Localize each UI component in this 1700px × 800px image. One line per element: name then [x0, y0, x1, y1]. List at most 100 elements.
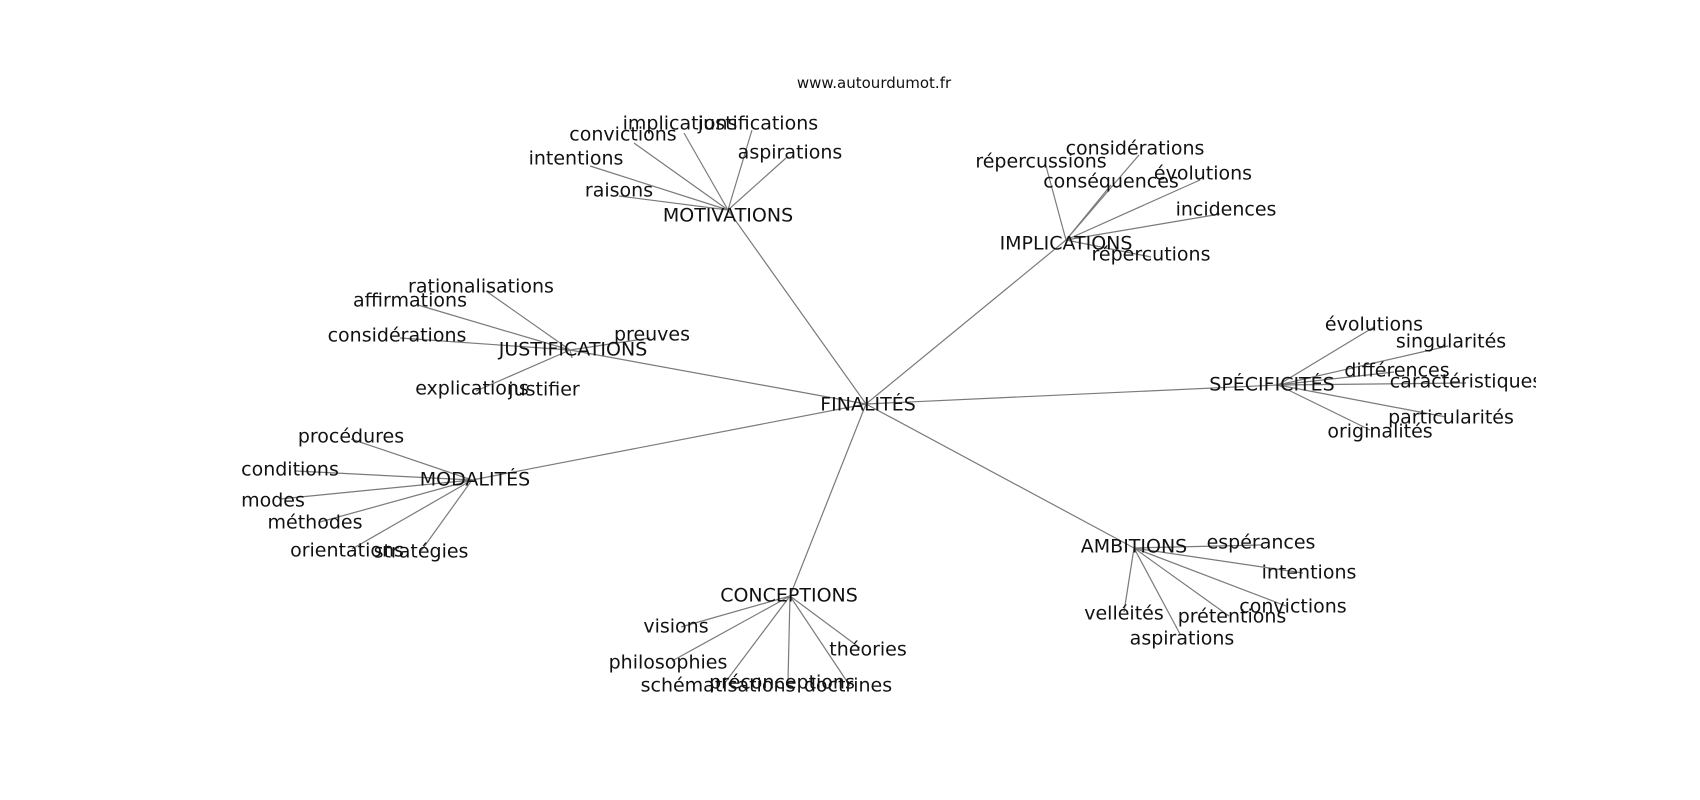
edge-modalites-leaf	[279, 479, 473, 500]
leaf-label[interactable]: doctrines	[803, 674, 893, 697]
leaf-label[interactable]: intentions	[1261, 561, 1357, 584]
edge-conceptions-leaf	[789, 595, 861, 649]
leaf-label[interactable]: velléités	[1084, 602, 1164, 625]
leaf-label[interactable]: aspirations	[737, 141, 843, 164]
leaf-label[interactable]: évolutions	[1324, 313, 1424, 336]
edge-ambitions-leaf	[1123, 547, 1135, 613]
group-label-implications[interactable]: IMPLICATIONS	[999, 232, 1133, 255]
edge-motivations-leaf	[589, 165, 729, 211]
group-label-motivations[interactable]: MOTIVATIONS	[662, 204, 794, 227]
edge-justifications-leaf	[399, 337, 571, 351]
edge-implications-leaf	[1065, 184, 1112, 241]
edge-justifications-leaf	[417, 304, 571, 351]
edge-ambitions-leaf	[1133, 547, 1287, 607]
edge-implications-leaf	[1045, 165, 1067, 241]
leaf-label[interactable]: preuves	[613, 323, 691, 346]
leaf-label[interactable]: répercussions	[975, 150, 1107, 173]
edge-ambitions-leaf	[1133, 547, 1304, 574]
edge-conceptions-leaf	[787, 595, 791, 682]
leaf-label[interactable]: implications	[622, 112, 738, 135]
leaf-label[interactable]: conséquences	[1043, 170, 1179, 193]
edge-specificites-leaf	[1277, 384, 1371, 431]
edge-modalites-leaf	[351, 479, 473, 550]
figure-crop-mask	[1536, 0, 1700, 800]
leaf-label[interactable]: conditions	[241, 458, 339, 481]
leaf-label[interactable]: considérations	[1065, 137, 1205, 160]
edge-conceptions-leaf	[789, 595, 851, 687]
leaf-label[interactable]: raisons	[584, 179, 654, 202]
edge-implications-leaf	[1065, 179, 1201, 241]
edge-specificites-leaf	[1277, 326, 1375, 386]
edge-motivations-leaf	[727, 129, 753, 211]
leaf-label[interactable]: schématisations	[640, 674, 796, 697]
leaf-label[interactable]: originalités	[1327, 420, 1433, 443]
leaf-label[interactable]: rationalisations	[408, 275, 554, 298]
edge-justifications-leaf	[475, 349, 571, 392]
leaf-label[interactable]: convictions	[569, 123, 677, 146]
leaf-label[interactable]: incidences	[1175, 198, 1277, 221]
edge-root-specificites	[865, 384, 1279, 405]
edge-justifications-leaf	[485, 290, 571, 351]
site-label: www.autourdumot.fr	[796, 74, 952, 92]
edge-modalites-leaf	[420, 479, 473, 552]
edge-root-motivations	[727, 209, 867, 405]
leaf-label[interactable]: théories	[829, 638, 907, 661]
group-label-ambitions[interactable]: AMBITIONS	[1080, 535, 1188, 558]
edge-justifications-leaf	[569, 349, 573, 359]
edge-modalites-leaf	[350, 438, 473, 481]
leaf-label[interactable]: aspirations	[1129, 627, 1235, 650]
edge-conceptions-leaf	[723, 595, 791, 685]
leaf-label[interactable]: singularités	[1395, 330, 1507, 353]
leaf-label[interactable]: caractéristiques	[1389, 370, 1543, 393]
group-label-specificites[interactable]: SPÉCIFICITÉS	[1209, 373, 1335, 396]
leaf-label[interactable]: différences	[1344, 359, 1450, 382]
edge-motivations-leaf	[683, 132, 729, 211]
edge-ambitions-leaf	[1133, 544, 1262, 549]
leaf-label[interactable]: évolutions	[1153, 162, 1253, 185]
leaf-label[interactable]: procédures	[297, 425, 405, 448]
root-node-label[interactable]: FINALITÉS	[820, 393, 916, 416]
leaf-label[interactable]: prétentions	[1177, 605, 1287, 628]
leaf-label[interactable]: justifications	[697, 112, 819, 135]
group-label-justifications[interactable]: JUSTIFICATIONS	[498, 338, 648, 361]
edge-motivations-leaf	[618, 195, 729, 211]
leaf-label[interactable]: méthodes	[267, 511, 363, 534]
edge-implications-leaf	[1065, 239, 1152, 258]
leaf-label[interactable]: affirmations	[353, 289, 467, 312]
leaf-label[interactable]: espérances	[1206, 531, 1316, 554]
edge-conceptions-leaf	[680, 595, 791, 628]
edge-modalites-leaf	[295, 470, 473, 481]
leaf-label[interactable]: considérations	[327, 324, 467, 347]
edge-specificites-leaf	[1277, 382, 1467, 386]
leaf-label[interactable]: modes	[241, 489, 305, 512]
group-label-conceptions[interactable]: CONCEPTIONS	[720, 584, 858, 607]
leaf-label[interactable]: répercutions	[1091, 243, 1211, 266]
leaf-label[interactable]: préconceptions	[709, 671, 855, 694]
edge-root-ambitions	[865, 403, 1135, 549]
group-label-modalites[interactable]: MODALITÉS	[419, 468, 531, 491]
edge-motivations-leaf	[727, 157, 787, 211]
leaf-label[interactable]: convictions	[1239, 595, 1347, 618]
edge-motivations-leaf	[633, 142, 729, 211]
leaf-label[interactable]: particularités	[1388, 406, 1514, 429]
edge-root-justifications	[569, 349, 867, 405]
edge-conceptions-leaf	[671, 595, 791, 662]
leaf-label[interactable]: explications	[415, 377, 529, 400]
leaf-label[interactable]: justifier	[508, 378, 580, 401]
edge-ambitions-leaf	[1133, 547, 1230, 617]
edge-specificites-leaf	[1277, 371, 1395, 386]
edge-ambitions-leaf	[1133, 547, 1181, 635]
edge-root-implications	[865, 239, 1067, 405]
edge-specificites-leaf	[1277, 384, 1447, 418]
edge-implications-leaf	[1065, 213, 1221, 241]
leaf-label[interactable]: orientations	[290, 539, 404, 562]
leaf-label[interactable]: intentions	[528, 147, 624, 170]
leaf-label[interactable]: visions	[643, 615, 709, 638]
leaf-label[interactable]: stratégies	[373, 540, 469, 563]
edge-root-conceptions	[789, 403, 867, 597]
leaf-label[interactable]: philosophies	[608, 651, 728, 674]
edge-justifications-leaf	[569, 337, 651, 351]
edge-specificites-leaf	[1277, 345, 1449, 386]
